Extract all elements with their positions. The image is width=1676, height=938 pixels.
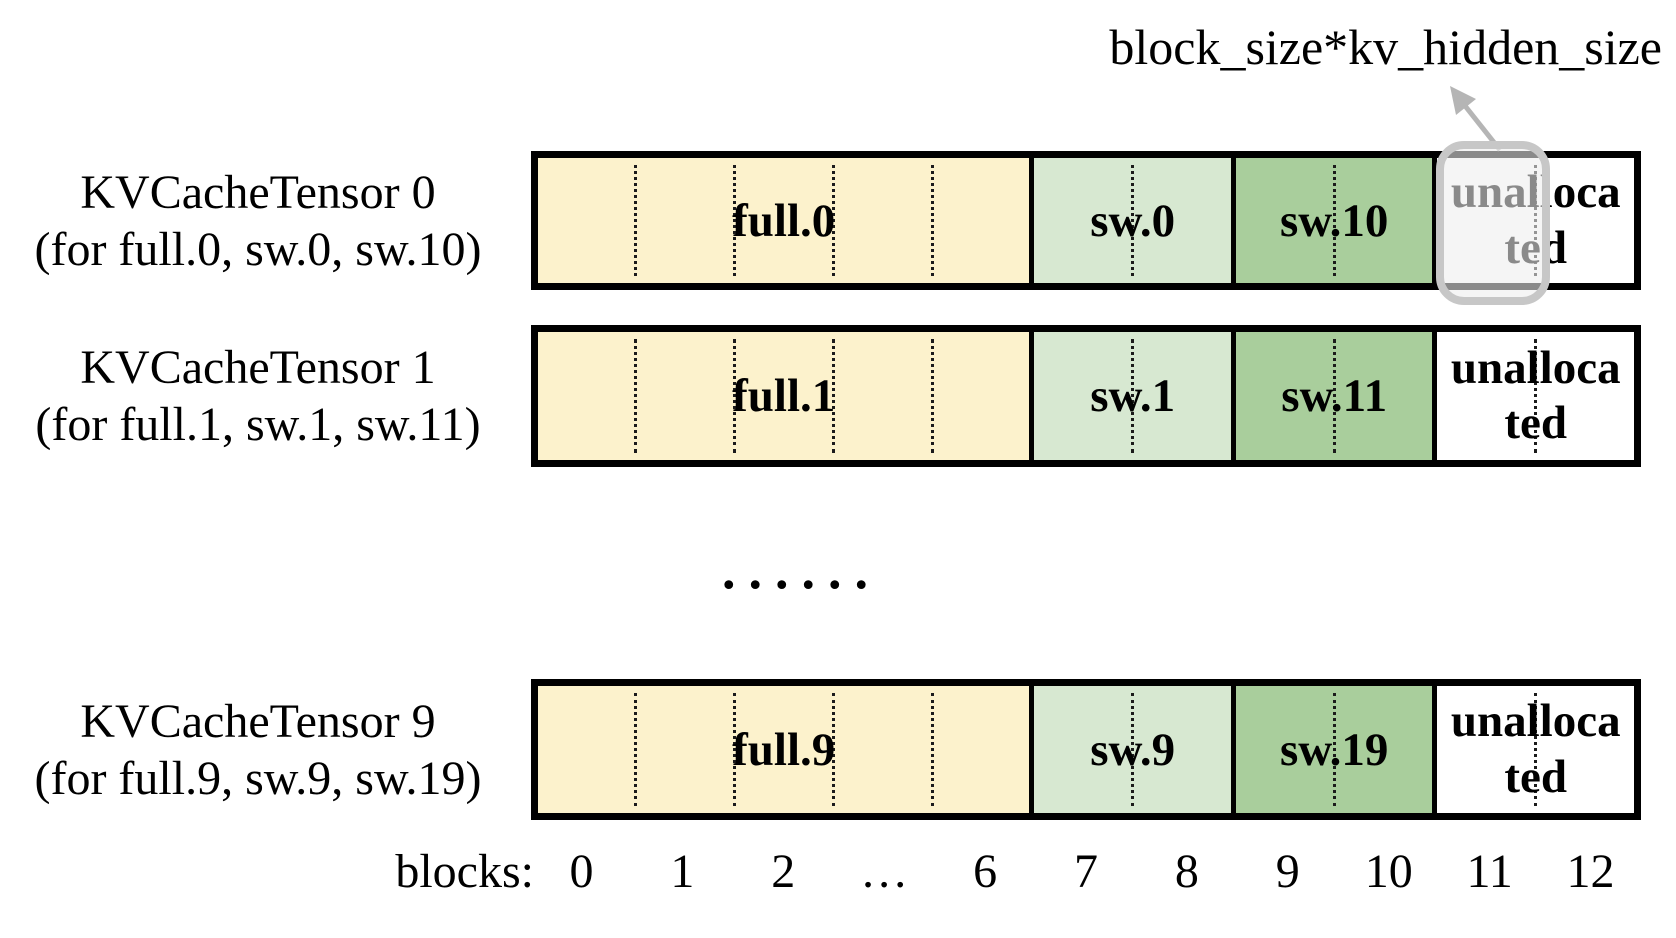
tensor-9-segment-sw19: sw.19	[1230, 686, 1433, 813]
tensor-1-segment-full-label: full.1	[732, 370, 836, 422]
block-size-annotation: block_size*kv_hidden_size	[1109, 19, 1662, 75]
tensor-9-bar: full.9 sw.9 sw.19 unallocated	[531, 679, 1641, 820]
tensor-9-segment-unallocated: unallocated	[1432, 686, 1634, 813]
axis-tick: 10	[1364, 845, 1413, 898]
tensor-9-segment-sw: sw.9	[1029, 686, 1231, 813]
axis-tick: 1	[670, 845, 695, 898]
tensor-9-segment-unallocated-label: unallocated	[1437, 686, 1634, 813]
axis-tick: 2	[771, 845, 796, 898]
tensor-1-segment-sw11: sw.11	[1230, 332, 1433, 460]
tensor-9-label: KVCacheTensor 9 (for full.9, sw.9, sw.19…	[8, 679, 508, 820]
tensor-1-segment-unallocated-label: unallocated	[1437, 332, 1634, 460]
blocks-axis-ticks: 0 1 2 … 6 7 8 9 10 11 12	[531, 844, 1641, 899]
tensor-1-segment-sw11-label: sw.11	[1281, 370, 1388, 422]
tensor-9-note: (for full.9, sw.9, sw.19)	[34, 751, 482, 805]
tensor-9-segment-full-label: full.9	[732, 723, 836, 776]
tensor-1-bar: full.1 sw.1 sw.11 unallocated	[531, 325, 1641, 467]
block-cell	[831, 693, 931, 806]
block-cell	[1332, 165, 1433, 276]
rows-ellipsis: ......	[722, 540, 881, 600]
tensor-1-segment-unallocated: unallocated	[1432, 332, 1634, 460]
tensor-1-segment-sw: sw.1	[1029, 332, 1231, 460]
tensor-1-segment-sw-label: sw.1	[1090, 370, 1176, 422]
block-cell	[1332, 693, 1433, 806]
block-cell	[1131, 693, 1231, 806]
block-cell	[1534, 693, 1634, 806]
tensor-0-segment-sw10-label: sw.10	[1279, 194, 1389, 247]
unallocated-text: unallocated	[1450, 695, 1621, 803]
block-cell	[732, 693, 832, 806]
tensor-0-segment-sw10: sw.10	[1230, 158, 1433, 283]
tensor-1-note: (for full.1, sw.1, sw.11)	[35, 398, 481, 451]
tensor-9-segment-full: full.9	[538, 686, 1030, 813]
tensor-9-segment-sw19-label: sw.19	[1279, 723, 1389, 776]
axis-tick: 9	[1275, 845, 1300, 898]
block-cell	[732, 165, 832, 276]
block-cell	[1131, 339, 1231, 453]
tensor-0-label: KVCacheTensor 0 (for full.0, sw.0, sw.10…	[8, 151, 508, 290]
block-cell	[930, 339, 1030, 453]
unallocated-text: unallocated	[1450, 341, 1621, 449]
block-cell	[1534, 339, 1634, 453]
tensor-0-segment-sw-label: sw.0	[1090, 194, 1176, 247]
tensor-9-segment-sw-label: sw.9	[1090, 723, 1176, 776]
axis-tick: …	[860, 845, 909, 898]
tensor-1-segment-full: full.1	[538, 332, 1030, 460]
tensor-9-name: KVCacheTensor 9	[80, 694, 436, 748]
tensor-1-label: KVCacheTensor 1 (for full.1, sw.1, sw.11…	[8, 325, 508, 467]
tensor-0-segment-full: full.0	[538, 158, 1030, 283]
block-size-highlight-box	[1436, 141, 1550, 305]
axis-tick: 8	[1174, 845, 1199, 898]
blocks-axis-caption: blocks:	[395, 845, 534, 898]
block-cell	[930, 693, 1030, 806]
block-cell	[633, 339, 733, 453]
block-cell	[1131, 165, 1231, 276]
block-cell	[831, 165, 931, 276]
block-cell	[732, 339, 832, 453]
block-cell	[1332, 339, 1433, 453]
block-cell	[633, 165, 733, 276]
tensor-0-segment-sw: sw.0	[1029, 158, 1231, 283]
axis-tick: 12	[1566, 845, 1615, 898]
tensor-0-segment-full-label: full.0	[732, 194, 836, 247]
tensor-0-note: (for full.0, sw.0, sw.10)	[34, 222, 482, 276]
block-cell	[633, 693, 733, 806]
tensor-0-name: KVCacheTensor 0	[80, 165, 436, 219]
block-cell	[831, 339, 931, 453]
blocks-axis: blocks: 0 1 2 … 6 7 8 9 10 11 12	[0, 844, 1676, 914]
tensor-1-name: KVCacheTensor 1	[80, 341, 436, 394]
axis-tick: 0	[569, 845, 594, 898]
arrow-head	[1450, 86, 1476, 115]
axis-tick: 11	[1466, 845, 1513, 898]
axis-tick: 6	[973, 845, 998, 898]
axis-tick: 7	[1073, 845, 1098, 898]
block-cell	[930, 165, 1030, 276]
